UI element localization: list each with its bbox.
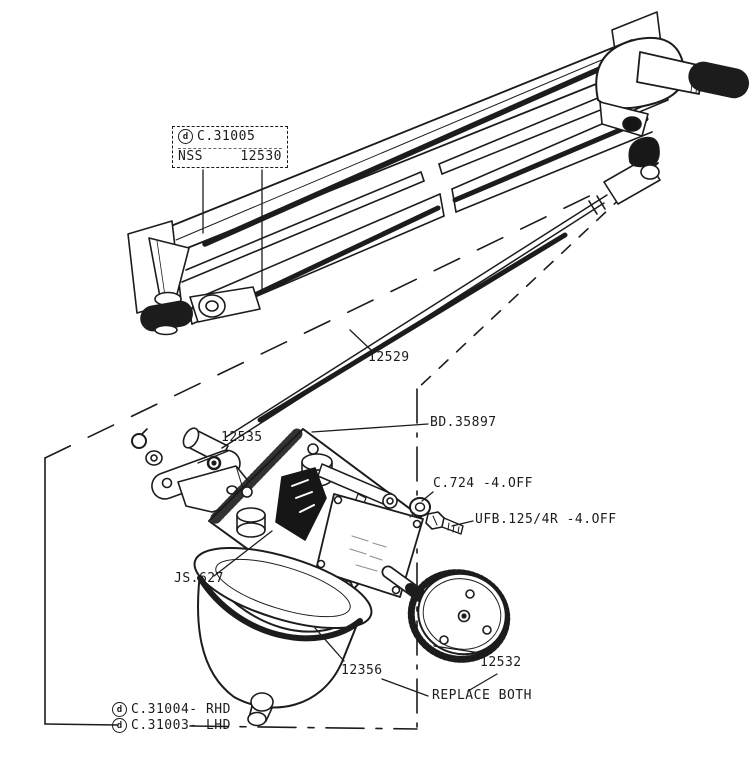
label-motor-12356: 12356 — [341, 663, 383, 678]
output-gear — [407, 569, 511, 663]
callout-part-number: C.31005 — [197, 128, 256, 144]
pivot-shaft-right — [595, 36, 751, 137]
wiring-connector — [275, 467, 327, 541]
drive-rod — [182, 136, 661, 464]
callout-nss-label: NSS — [178, 149, 203, 164]
leader-lines — [197, 169, 498, 697]
circled-d-icon: d — [112, 718, 127, 733]
circled-d-icon: d — [112, 702, 127, 717]
label-washer-c724: C.724 -4.OFF — [433, 476, 533, 491]
callout-12530-label: 12530 — [240, 149, 282, 164]
label-rod-12529: 12529 — [368, 350, 410, 365]
link-arm-hardware — [131, 428, 255, 513]
variant-lhd-row: d C.31003- LHD — [112, 718, 231, 733]
label-variant-rhd: C.31004- RHD — [131, 701, 231, 717]
label-connector-js627: JS.627 — [174, 571, 224, 586]
wiper-motor-body — [193, 546, 373, 727]
pivot-shaft-left — [127, 220, 261, 336]
label-gear-12532: 12532 — [480, 655, 522, 670]
variant-rhd-row: d C.31004- RHD — [112, 702, 231, 717]
wiper-arm-linkage — [127, 11, 751, 336]
label-replace-both-note: REPLACE BOTH — [432, 688, 532, 703]
bolt — [425, 511, 464, 535]
label-bolt-ufb125: UFB.125/4R -4.OFF — [475, 512, 617, 527]
washer — [409, 497, 431, 518]
label-bracket-bd35897: BD.35897 — [430, 415, 497, 430]
variant-labels: d C.31004- RHD d C.31003- LHD — [112, 702, 231, 733]
washer-small — [145, 450, 163, 466]
circled-d-icon: d — [178, 129, 193, 144]
callout-box: d C.31005 NSS 12530 — [172, 126, 288, 168]
label-variant-lhd: C.31003- LHD — [131, 717, 231, 733]
circlip — [131, 433, 147, 449]
label-link-12535: 12535 — [221, 430, 263, 445]
